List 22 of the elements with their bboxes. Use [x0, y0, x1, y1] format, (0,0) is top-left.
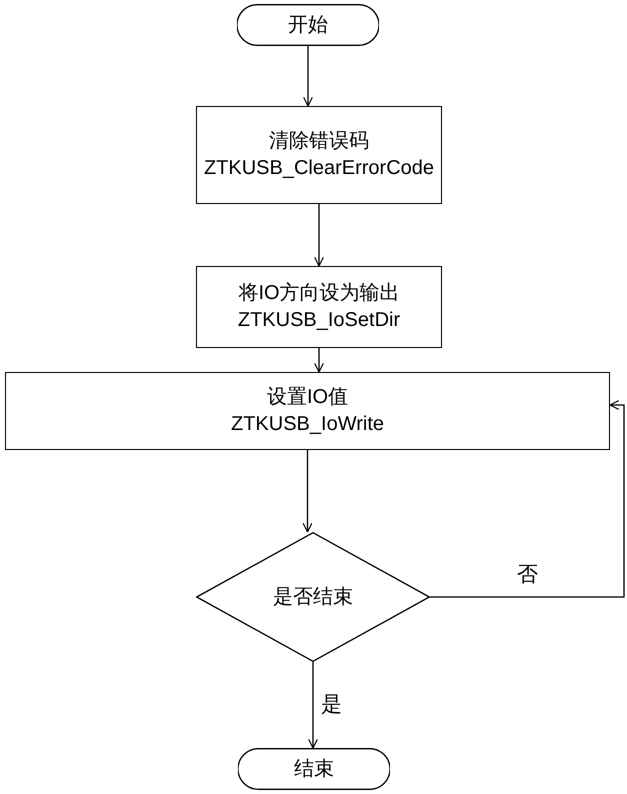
edge-label: 是 — [319, 693, 344, 717]
arrow — [314, 204, 324, 267]
step-label: 设置IO值 — [266, 385, 348, 410]
terminal-shape — [238, 748, 390, 790]
function-name: ZTKUSB_IoSetDir — [238, 308, 400, 333]
process-box — [5, 372, 610, 450]
terminal-label: 结束 — [294, 756, 334, 782]
terminal-label: 开始 — [288, 12, 328, 38]
arrow — [308, 662, 318, 749]
step-label: 清除错误码 — [269, 129, 369, 154]
terminal-shape — [237, 4, 379, 46]
function-name: ZTKUSB_ClearErrorCode — [204, 156, 434, 181]
arrow — [430, 400, 625, 598]
function-name: ZTKUSB_IoWrite — [231, 412, 384, 437]
decision-label: 是否结束 — [273, 584, 353, 610]
decision-diamond — [196, 532, 430, 662]
step-label: 将IO方向设为输出 — [238, 281, 400, 306]
arrow — [314, 348, 324, 373]
process-box — [196, 106, 442, 204]
process-box — [196, 266, 442, 348]
arrow — [302, 450, 313, 533]
arrow — [302, 46, 314, 107]
